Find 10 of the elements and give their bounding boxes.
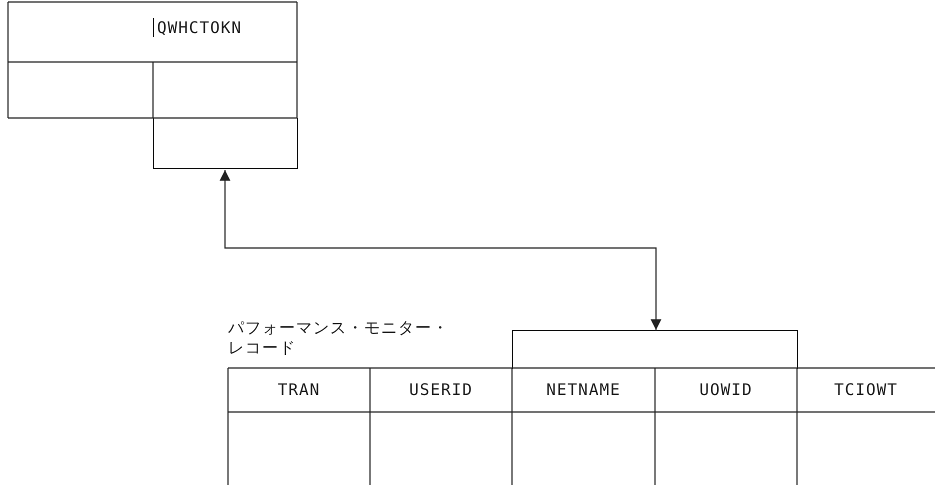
field-name: UOWID	[698, 380, 754, 399]
record-title: パフォーマンス・モニター・レコード	[228, 318, 450, 358]
bracket-marker	[153, 118, 298, 169]
bracket-marker	[512, 330, 798, 369]
field-name: QWHCTOKN	[153, 18, 277, 37]
connector-arrow	[220, 170, 662, 330]
field-name: TRAN	[276, 380, 322, 399]
field-name: TCIOWT	[833, 380, 899, 399]
field-name: USERID	[408, 380, 474, 399]
field-name: NETNAME	[545, 380, 622, 399]
